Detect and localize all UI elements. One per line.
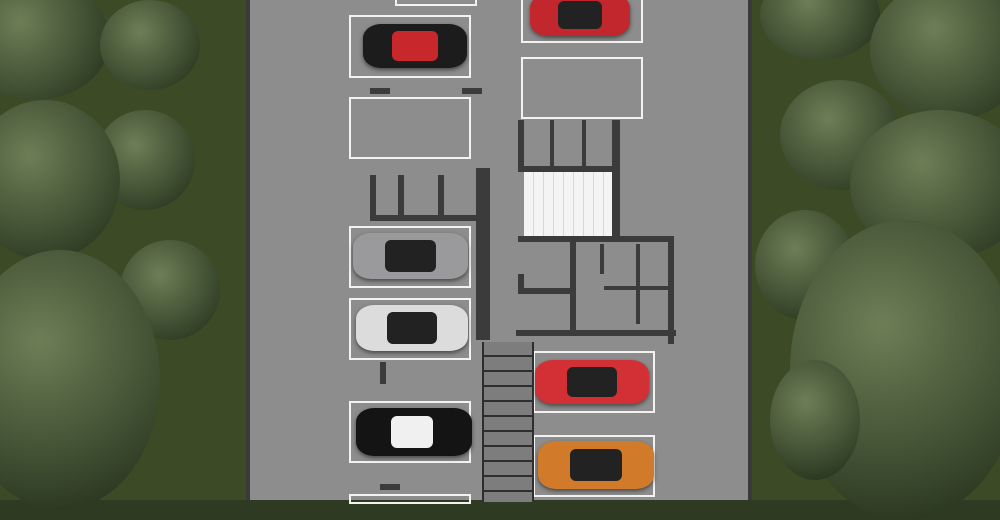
car-white [356,305,468,351]
parking-bay [395,0,477,6]
car-red-top [530,0,630,36]
car-grey [353,233,468,279]
lot-edge-right [748,0,752,500]
parking-bay-empty [521,57,643,119]
parking-bay-empty [349,97,471,159]
car-orange [538,441,654,489]
car-black-convertible [363,24,467,68]
parking-bay [349,226,471,288]
parking-bay [521,0,643,43]
lot-edge-left [246,0,250,500]
parking-bay [349,298,471,360]
staircase [524,172,612,236]
car-red [535,360,649,404]
car-black-suv [356,408,472,456]
parking-bay [533,351,655,413]
parking-bay [533,435,655,497]
parking-bay [349,494,471,504]
parking-bay [349,15,471,78]
access-ramp [482,342,534,502]
